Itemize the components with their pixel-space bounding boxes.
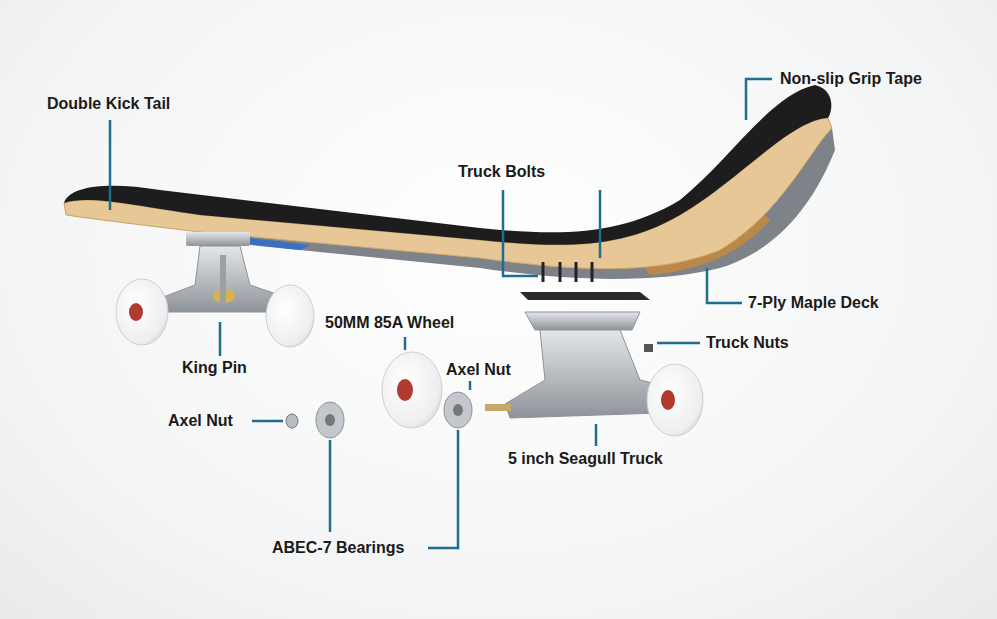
wheel [266, 285, 314, 347]
axle-nut [286, 414, 298, 428]
part-label: 50MM 85A Wheel [325, 313, 454, 333]
bearing [453, 404, 463, 416]
bearing [316, 402, 344, 438]
bearing [397, 379, 413, 401]
wheel [382, 352, 442, 428]
bearing [325, 414, 335, 426]
bearing [129, 303, 143, 321]
bearing [444, 392, 472, 428]
wheel [116, 279, 168, 345]
part-label: ABEC-7 Bearings [272, 538, 404, 558]
baseplate [525, 312, 640, 330]
part-label: King Pin [182, 358, 247, 378]
part-label: Axel Nut [446, 360, 511, 380]
truck-nut [644, 344, 653, 352]
bearing [661, 390, 675, 410]
axle [485, 404, 511, 411]
part-label: Truck Bolts [458, 162, 545, 182]
part-label: Axel Nut [168, 411, 233, 431]
riser-pad [520, 292, 650, 300]
king-pin [220, 255, 226, 305]
part-label: 5 inch Seagull Truck [508, 449, 663, 469]
part-label: Double Kick Tail [47, 94, 170, 114]
part-label: Truck Nuts [706, 333, 789, 353]
grip-tape [64, 85, 831, 245]
wheel [647, 364, 703, 436]
part-label: Non-slip Grip Tape [780, 69, 922, 89]
leader-lines [110, 79, 772, 548]
part-label: 7-Ply Maple Deck [748, 293, 879, 313]
baseplate [186, 232, 250, 246]
